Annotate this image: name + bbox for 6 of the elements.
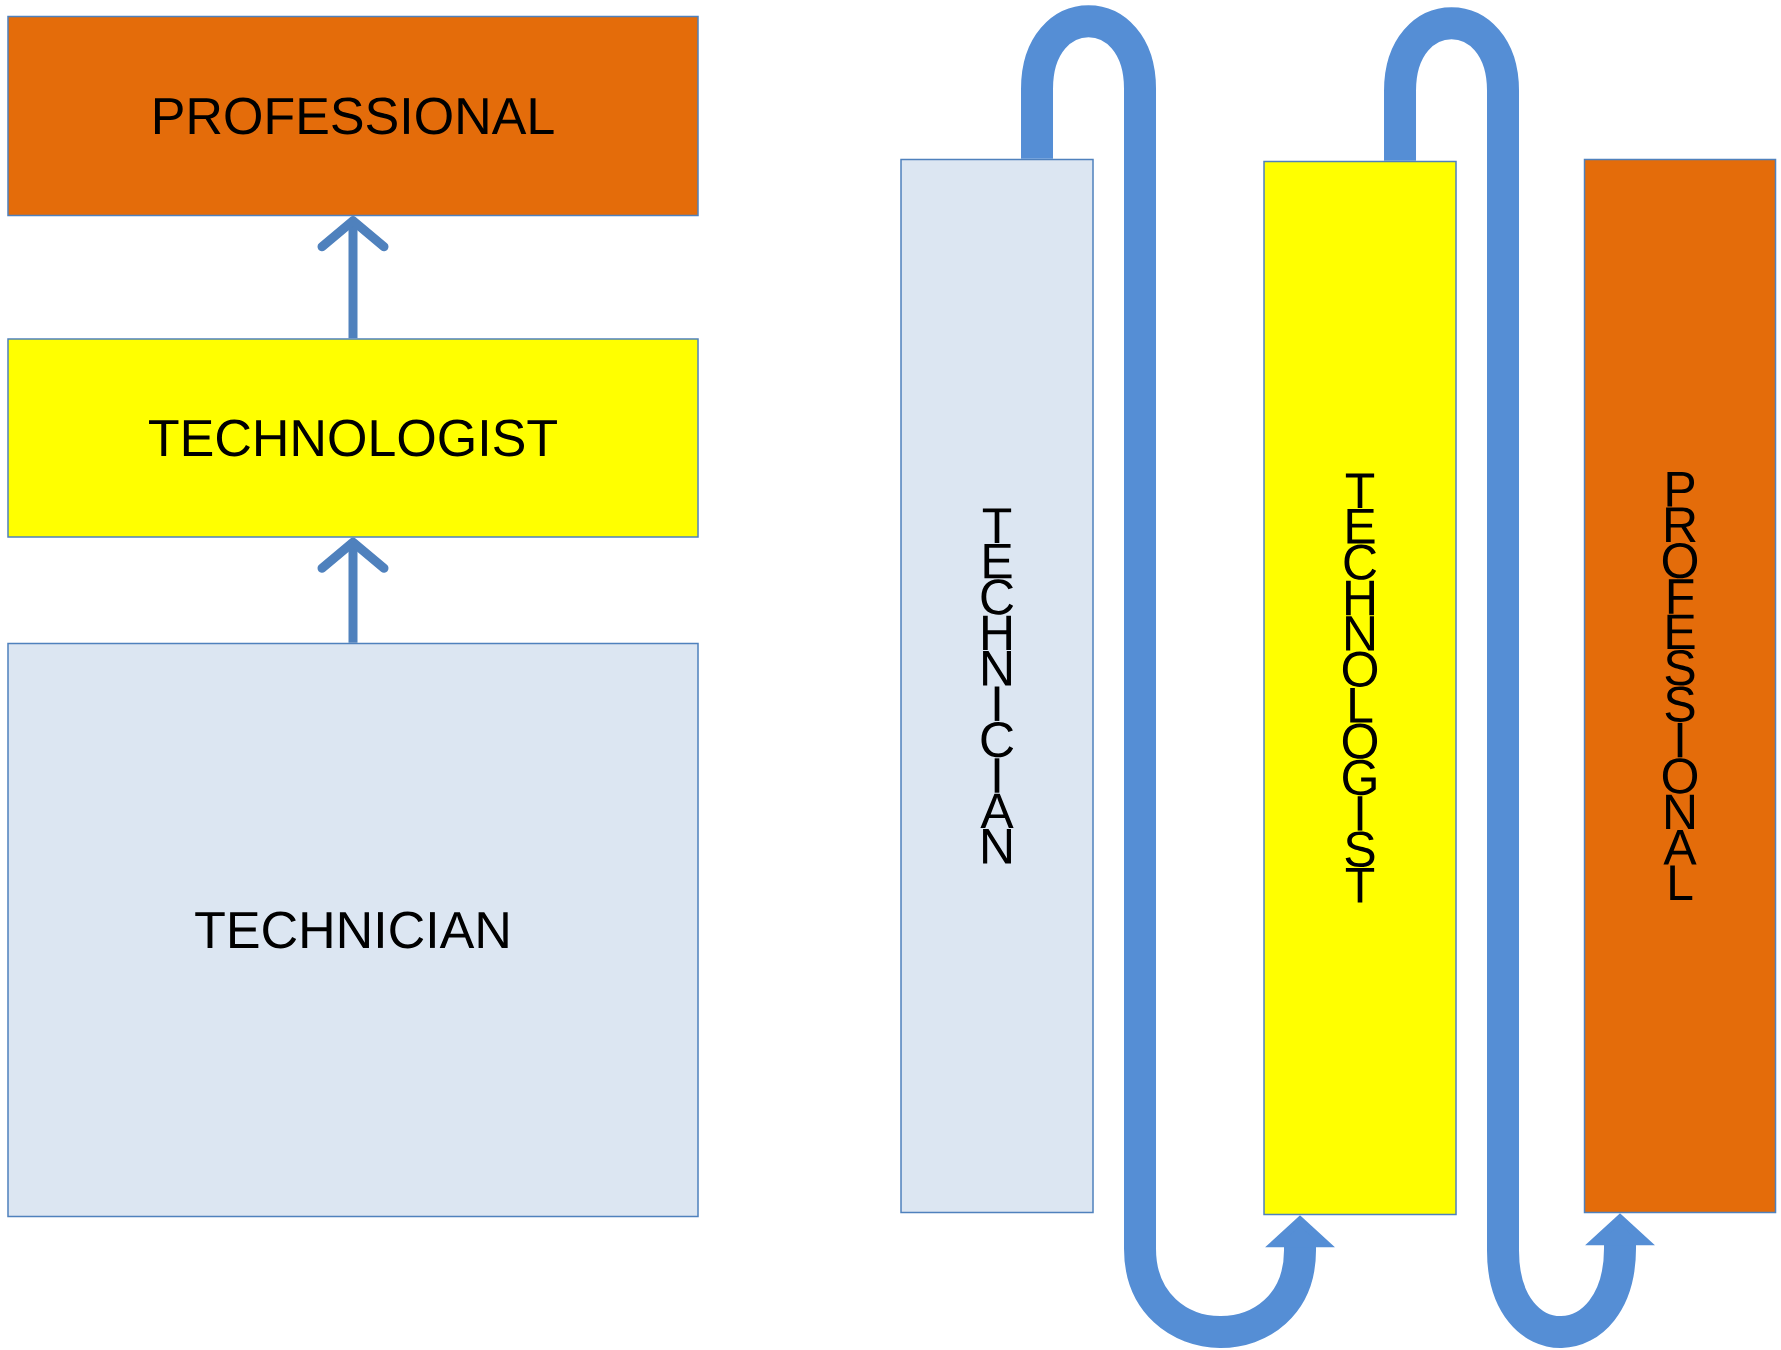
vertical-box: PROFESSIONAL [1583, 158, 1777, 1214]
level-box: PROFESSIONAL [7, 15, 699, 217]
level-box: TECHNICIAN [7, 642, 699, 1218]
vertical-box: TECHNOLOGIST [1263, 160, 1457, 1216]
vertical-box: TECHNICIAN [900, 158, 1094, 1214]
level-box: TECHNOLOGIST [7, 338, 699, 538]
